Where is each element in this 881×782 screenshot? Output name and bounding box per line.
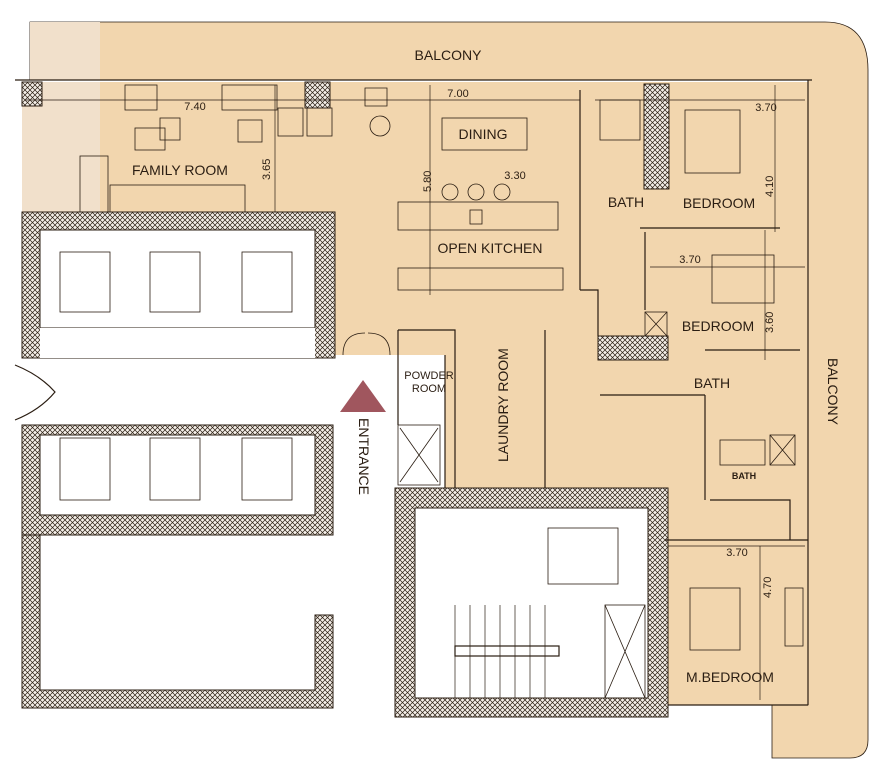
- elevator-core-lower: [21, 424, 334, 709]
- kitchen-counter: [397, 267, 564, 291]
- dimension-label: 3.70: [726, 547, 747, 559]
- powder-room-label: ROOM: [412, 383, 446, 395]
- bedroom-label: BEDROOM: [682, 318, 754, 334]
- family-room-label: FAMILY ROOM: [132, 162, 228, 178]
- dimension-label: 7.00: [447, 88, 468, 100]
- open-kitchen-label: OPEN KITCHEN: [437, 240, 542, 256]
- dimension-label: 5.80: [422, 171, 434, 192]
- dining-table: [441, 117, 528, 151]
- dimension-label: 7.40: [184, 101, 205, 113]
- kitchen-island: [397, 201, 559, 231]
- bedroom-label: BEDROOM: [683, 195, 755, 211]
- dimension-lines: [25, 85, 805, 700]
- entrance-door-icon: [342, 332, 391, 356]
- elevator-core-upper: [21, 211, 336, 359]
- entrance-arrow-icon: [340, 380, 386, 412]
- dimension-label: 3.70: [679, 254, 700, 266]
- bath-label: BATH: [694, 375, 730, 391]
- dimension-label: 4.10: [764, 176, 776, 197]
- dimension-label: 3.65: [261, 159, 273, 180]
- bath-label: BATH: [732, 471, 756, 481]
- dimension-label: 3.60: [764, 312, 776, 333]
- bed: [689, 587, 741, 651]
- laundry-room-label: LAUNDRY ROOM: [495, 348, 511, 462]
- powder-room-label: POWDER: [404, 370, 454, 382]
- dimension-label: 4.70: [762, 577, 774, 598]
- balcony-shade: [30, 22, 100, 80]
- bed: [711, 254, 775, 304]
- dining-label: DINING: [459, 126, 508, 142]
- master-bedroom-label: M.BEDROOM: [686, 669, 774, 685]
- furniture: [79, 84, 804, 651]
- entrance-label: ENTRANCE: [356, 418, 372, 495]
- bed: [684, 109, 741, 174]
- dimension-label: 3.70: [755, 102, 776, 114]
- balcony-top-label: BALCONY: [415, 47, 483, 63]
- elevator-doors-icon: [14, 364, 56, 421]
- balcony-right-label: BALCONY: [825, 358, 841, 426]
- balcony-area: [29, 21, 869, 759]
- apartment-floor: [22, 82, 808, 705]
- stair-core: [394, 487, 669, 718]
- bath-label: BATH: [608, 194, 644, 210]
- dimension-label: 3.30: [504, 170, 525, 182]
